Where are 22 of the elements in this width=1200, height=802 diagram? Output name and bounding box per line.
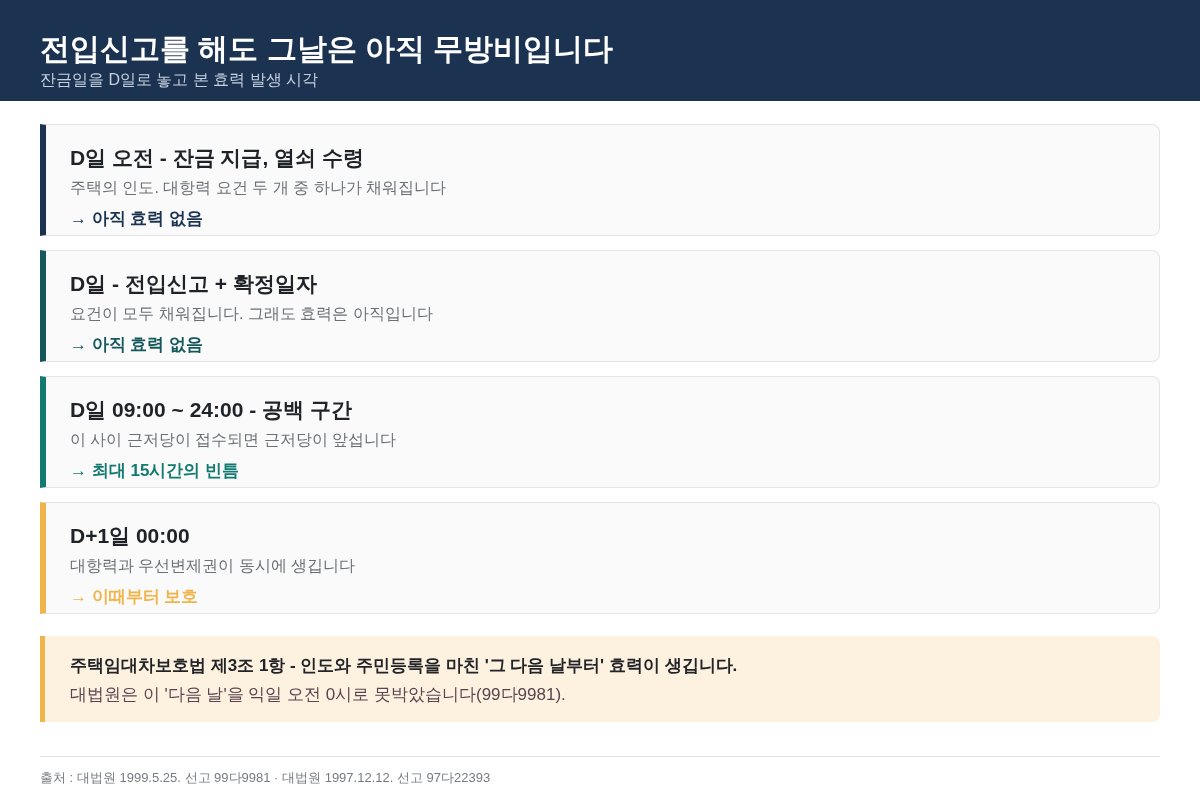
- card-description: 이 사이 근저당이 접수되면 근저당이 앞섭니다: [70, 430, 397, 450]
- card-result: → 아직 효력 없음: [70, 208, 204, 230]
- timeline-card: [40, 376, 1160, 488]
- note-box: [40, 636, 1160, 722]
- card-heading: D+1일 00:00: [70, 523, 190, 549]
- card-heading: D일 오전 - 잔금 지급, 열쇠 수령: [70, 145, 364, 171]
- page-title: 전입신고를 해도 그날은 아직 무방비입니다: [40, 31, 614, 67]
- card-result: → 최대 15시간의 빈틈: [70, 460, 240, 482]
- card-heading: D일 - 전입신고 + 확정일자: [70, 271, 317, 297]
- card-result: → 이때부터 보호: [70, 586, 199, 608]
- timeline-card: [40, 502, 1160, 614]
- note-text: 대법원은 이 '다음 날'을 익일 오전 0시로 못박았습니다(99다9981).: [70, 684, 566, 706]
- source-note: 출처 : 대법원 1999.5.25. 선고 99다9981 · 대법원 1997.12.12. 선고 97다22393: [40, 769, 491, 787]
- timeline-card: [40, 124, 1160, 236]
- subtitle: 잔금일을 D일로 놓고 본 효력 발생 시각: [40, 70, 319, 90]
- note-heading: 주택임대차보호법 제3조 1항 - 인도와 주민등록을 마친 '그 다음 날부터' 효력이 생깁니다.: [70, 655, 738, 677]
- card-heading: D일 09:00 ~ 24:00 - 공백 구간: [70, 397, 352, 423]
- card-description: 주택의 인도. 대항력 요건 두 개 중 하나가 채워집니다: [70, 178, 446, 198]
- timeline-card: [40, 250, 1160, 362]
- card-result: → 아직 효력 없음: [70, 334, 204, 356]
- card-description: 대항력과 우선변제권이 동시에 생깁니다: [70, 556, 356, 576]
- card-description: 요건이 모두 채워집니다. 그래도 효력은 아직입니다: [70, 304, 433, 324]
